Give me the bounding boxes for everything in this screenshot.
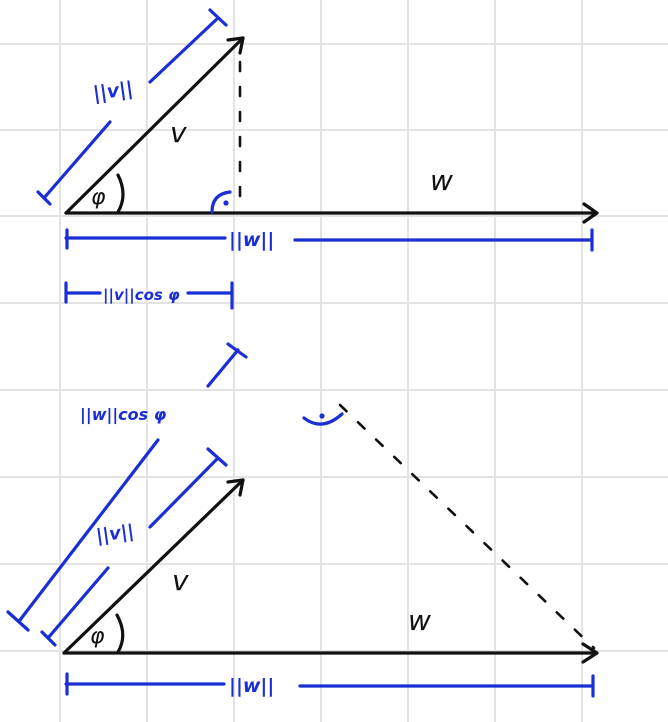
top-norm-v-label: ||v||	[92, 78, 135, 105]
bottom-right-angle-dot	[319, 413, 325, 419]
bottom-long-projection-bracket	[6, 342, 248, 632]
top-vector-w	[64, 202, 599, 224]
top-right-angle-dot	[223, 200, 229, 206]
top-norm-w-label: ||w||	[229, 229, 274, 251]
bottom-vector-v	[62, 478, 245, 655]
bottom-diagram: v w φ ||v|| ||w|| ||w||cos φ	[6, 342, 599, 698]
top-norm-w-bracket	[64, 228, 594, 252]
bottom-norm-w-label: ||w||	[229, 675, 274, 697]
bottom-right-angle-arc	[302, 412, 344, 426]
top-vector-w-label: w	[430, 164, 453, 197]
bottom-norm-w-bracket	[64, 672, 595, 698]
top-vector-v-label: v	[170, 116, 187, 149]
bottom-vector-v-label: v	[172, 564, 189, 597]
bottom-angle-arc	[115, 613, 125, 654]
top-projection-bracket	[64, 281, 234, 310]
bottom-vector-w-label: w	[408, 604, 431, 637]
top-right-angle-arc	[210, 190, 232, 214]
top-vector-v	[64, 36, 245, 215]
top-diagram: v w φ ||v|| ||w|| ||v||cos φ	[36, 8, 599, 310]
top-angle-arc	[116, 173, 125, 214]
bottom-norm-v-bracket	[40, 447, 228, 647]
top-norm-v-bracket	[36, 8, 228, 206]
bottom-projection-dashed-line	[338, 403, 596, 650]
top-projection-label: ||v||cos φ	[103, 286, 180, 305]
top-angle-label: φ	[91, 185, 106, 210]
bottom-vector-w	[62, 642, 599, 664]
bottom-angle-label: φ	[90, 624, 105, 649]
bottom-projection-label: ||w||cos φ	[80, 405, 167, 425]
bottom-norm-v-label: ||v||	[95, 521, 136, 547]
